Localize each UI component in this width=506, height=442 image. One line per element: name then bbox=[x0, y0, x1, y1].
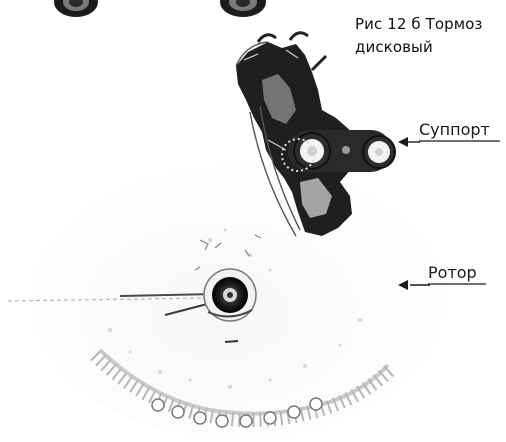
rotor-label: Ротор bbox=[428, 263, 477, 282]
wheel-hub bbox=[204, 269, 256, 321]
caliper-piston bbox=[282, 130, 395, 172]
figure-caption-line1: Рис 12 б Тормоз bbox=[355, 15, 483, 33]
caliper-label: Суппорт bbox=[419, 120, 490, 139]
wheel-nut-right bbox=[220, 0, 266, 17]
figure-caption-line2: дисковый bbox=[355, 38, 433, 56]
wheel-nut-left bbox=[54, 0, 98, 17]
